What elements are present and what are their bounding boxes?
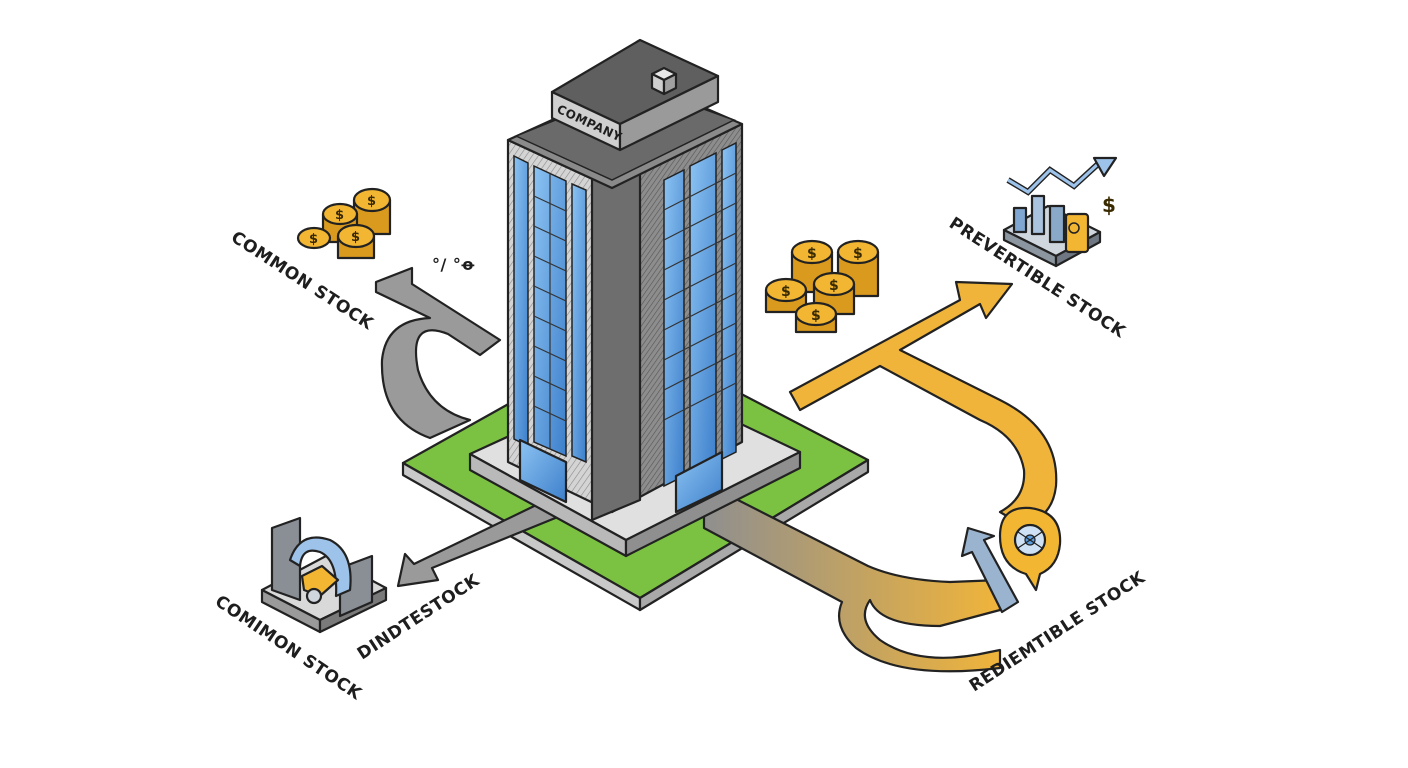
svg-text:$: $ xyxy=(807,246,817,262)
company-building: COMPANY xyxy=(468,38,802,558)
svg-text:$: $ xyxy=(853,246,863,262)
path-rediemtible-stock xyxy=(702,496,1002,673)
right-entrance-door xyxy=(674,450,724,514)
scribble-glyph: °/ °ꝋ xyxy=(432,255,475,274)
redeem-arrow-icon xyxy=(960,526,1020,614)
svg-text:$: $ xyxy=(829,278,839,294)
coin-stack-left-icon: $ $ $ $ xyxy=(296,187,392,260)
svg-text:$: $ xyxy=(351,230,360,245)
svg-text:$: $ xyxy=(335,208,344,223)
gateway-shield-icon xyxy=(260,516,388,634)
left-window-grid xyxy=(513,154,587,464)
target-badge-icon xyxy=(998,506,1062,592)
svg-text:$: $ xyxy=(811,308,821,324)
path-common-stock xyxy=(374,266,502,440)
svg-text:$: $ xyxy=(309,232,318,247)
left-entrance-door xyxy=(518,438,568,504)
growth-chart-icon: $ xyxy=(1002,156,1118,268)
dollar-sign: $ xyxy=(1102,193,1116,217)
svg-text:$: $ xyxy=(367,194,376,209)
coin-stack-right-icon: $ $ $ $ $ xyxy=(764,239,880,334)
right-window-grid xyxy=(663,141,737,488)
svg-text:$: $ xyxy=(781,284,791,300)
